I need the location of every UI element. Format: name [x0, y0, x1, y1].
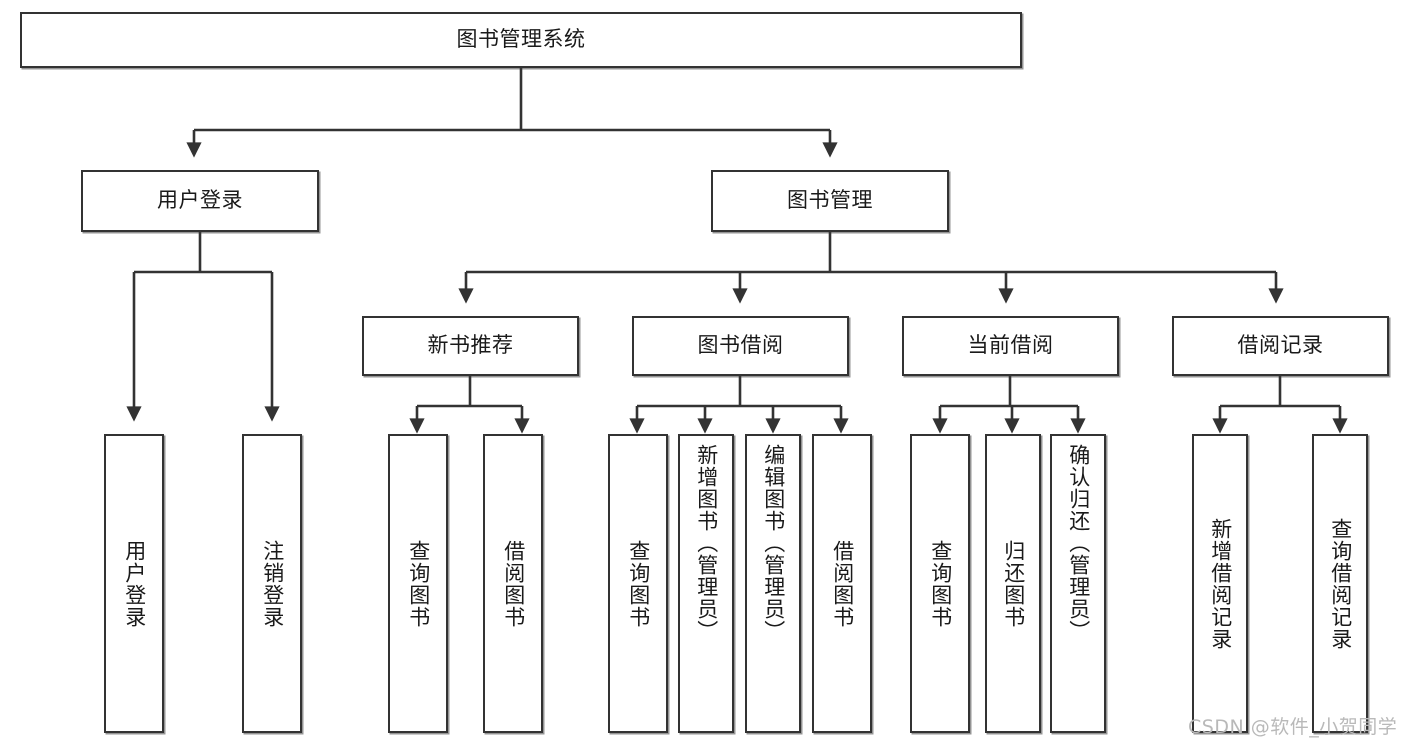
node-leaf-query-record-label: 查询借阅记录	[1328, 517, 1353, 650]
node-root[interactable]: 图书管理系统	[20, 12, 1022, 68]
node-book-borrow[interactable]: 图书借阅	[632, 316, 849, 376]
node-leaf-edit-book-label: 编辑图书（管理员）	[761, 444, 786, 642]
node-book-manage[interactable]: 图书管理	[711, 170, 949, 232]
node-leaf-query-record[interactable]: 查询借阅记录	[1312, 434, 1368, 733]
node-leaf-add-book[interactable]: 新增图书（管理员）	[678, 434, 734, 733]
node-leaf-user-login-label: 用户登录	[122, 539, 147, 628]
node-leaf-add-record[interactable]: 新增借阅记录	[1192, 434, 1248, 733]
node-leaf-query-book-1-label: 查询图书	[406, 539, 431, 628]
node-leaf-user-logout-label: 注销登录	[260, 539, 285, 628]
node-user-login[interactable]: 用户登录	[81, 170, 319, 232]
node-new-book-rec[interactable]: 新书推荐	[362, 316, 579, 376]
node-leaf-add-record-label: 新增借阅记录	[1208, 517, 1233, 650]
node-borrow-record[interactable]: 借阅记录	[1172, 316, 1389, 376]
node-leaf-user-login[interactable]: 用户登录	[104, 434, 164, 733]
node-root-label: 图书管理系统	[456, 27, 586, 52]
node-leaf-return-book[interactable]: 归还图书	[985, 434, 1041, 733]
connectors	[126, 68, 1348, 434]
node-current-borrow-label: 当前借阅	[967, 333, 1054, 358]
node-leaf-confirm-return-label: 确认归还（管理员）	[1066, 444, 1091, 642]
node-leaf-borrow-book-2[interactable]: 借阅图书	[812, 434, 872, 733]
node-leaf-query-book-2-label: 查询图书	[626, 539, 651, 628]
node-user-login-label: 用户登录	[157, 188, 243, 213]
node-leaf-query-book-1[interactable]: 查询图书	[388, 434, 448, 733]
node-leaf-edit-book[interactable]: 编辑图书（管理员）	[745, 434, 801, 733]
node-leaf-return-book-label: 归还图书	[1001, 539, 1026, 628]
node-leaf-borrow-book-1[interactable]: 借阅图书	[483, 434, 543, 733]
node-leaf-borrow-book-1-label: 借阅图书	[501, 539, 526, 628]
node-leaf-user-logout[interactable]: 注销登录	[242, 434, 302, 733]
node-leaf-add-book-label: 新增图书（管理员）	[694, 444, 719, 642]
node-borrow-record-label: 借阅记录	[1237, 333, 1324, 358]
node-leaf-confirm-return[interactable]: 确认归还（管理员）	[1050, 434, 1106, 733]
node-book-borrow-label: 图书借阅	[697, 333, 784, 358]
csdn-watermark: CSDN @软件_小贺同学	[1188, 716, 1398, 738]
node-leaf-borrow-book-2-label: 借阅图书	[830, 539, 855, 628]
node-new-book-rec-label: 新书推荐	[427, 333, 514, 358]
node-leaf-query-book-3-label: 查询图书	[928, 539, 953, 628]
node-leaf-query-book-2[interactable]: 查询图书	[608, 434, 668, 733]
node-leaf-query-book-3[interactable]: 查询图书	[910, 434, 970, 733]
node-current-borrow[interactable]: 当前借阅	[902, 316, 1119, 376]
node-book-manage-label: 图书管理	[787, 188, 873, 213]
